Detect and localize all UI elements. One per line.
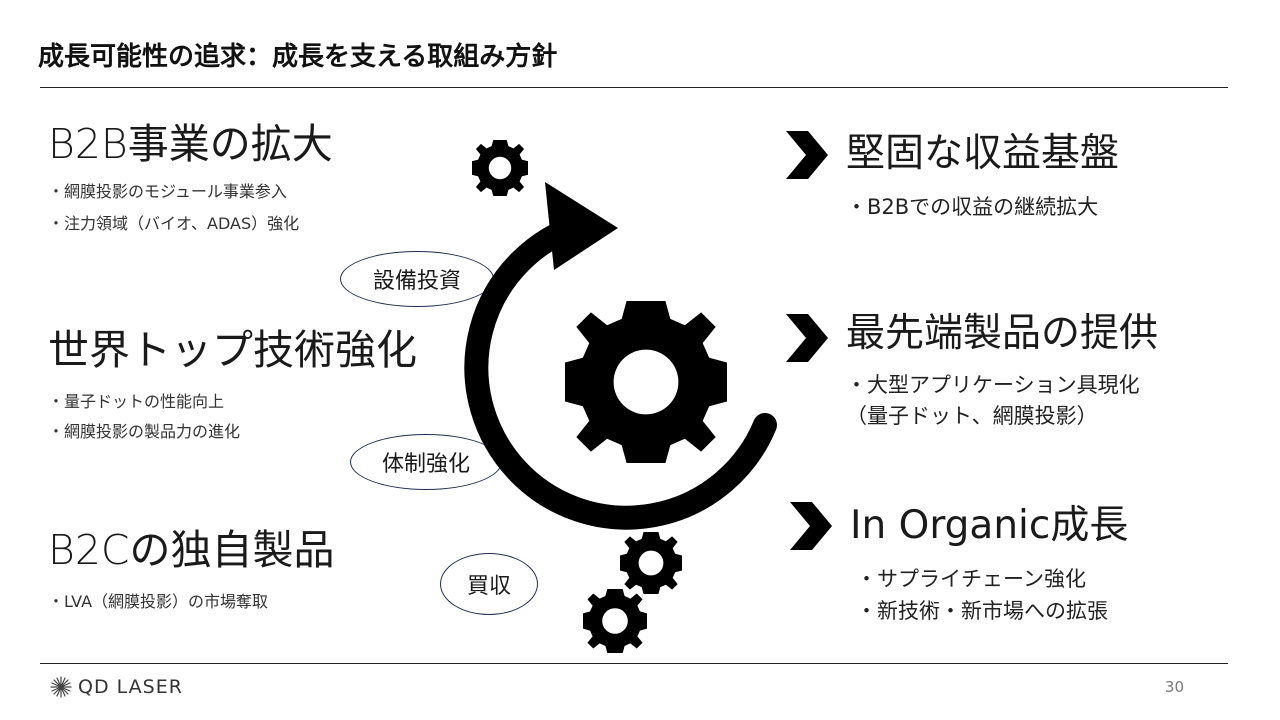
right-line: ・B2Bでの収益の継続拡大 (846, 195, 1099, 219)
right-heading-products: 最先端製品の提供 (846, 311, 1159, 356)
gear-icon (583, 589, 647, 653)
right-line: （量子ドット、網膜投影） (846, 404, 1098, 428)
chevron-right-icon (786, 131, 828, 179)
right-heading-inorganic: In Organic成長 (850, 503, 1129, 548)
company-logo: QD LASER (50, 676, 183, 698)
page-title: 成長可能性の追求：成長を支える取組み方針 (38, 42, 558, 72)
circular-arrow-icon (464, 182, 777, 530)
logo-text: QD LASER (78, 676, 183, 698)
left-heading-tech: 世界トップ技術強化 (48, 326, 417, 374)
center-graphic (464, 140, 777, 653)
oval-acquisition: 買収 (440, 553, 538, 615)
gear-icon (565, 301, 727, 463)
oval-label: 買収 (466, 574, 511, 599)
page-number: 30 (1164, 678, 1184, 696)
left-bullet: ・網膜投影の製品力の進化 (48, 422, 241, 441)
oval-capital-investment: 設備投資 (340, 251, 494, 307)
oval-organization: 体制強化 (350, 434, 502, 490)
left-bullet: ・注力領域（バイオ、ADAS）強化 (48, 214, 300, 233)
chevron-right-icon (786, 314, 828, 362)
left-heading-b2b: B2B事業の拡大 (48, 120, 333, 168)
chevron-right-icon (790, 502, 832, 550)
left-bullet: ・網膜投影のモジュール事業参入 (48, 182, 287, 201)
right-line: ・サプライチェーン強化 (856, 567, 1086, 591)
gear-icon (620, 532, 682, 594)
right-line: ・新技術・新市場への拡張 (856, 599, 1108, 623)
title-divider (40, 87, 1228, 88)
right-line: ・大型アプリケーション具現化 (846, 373, 1140, 397)
gear-icon (472, 140, 528, 196)
footer-divider (40, 663, 1228, 664)
left-bullet: ・量子ドットの性能向上 (48, 392, 225, 411)
left-bullet: ・LVA（網膜投影）の市場奪取 (48, 592, 269, 611)
starburst-logo-icon (50, 676, 72, 698)
right-heading-revenue: 堅固な収益基盤 (846, 131, 1120, 176)
left-heading-b2c: B2Cの独自製品 (48, 526, 335, 574)
oval-label: 設備投資 (372, 269, 461, 294)
oval-label: 体制強化 (381, 452, 470, 477)
